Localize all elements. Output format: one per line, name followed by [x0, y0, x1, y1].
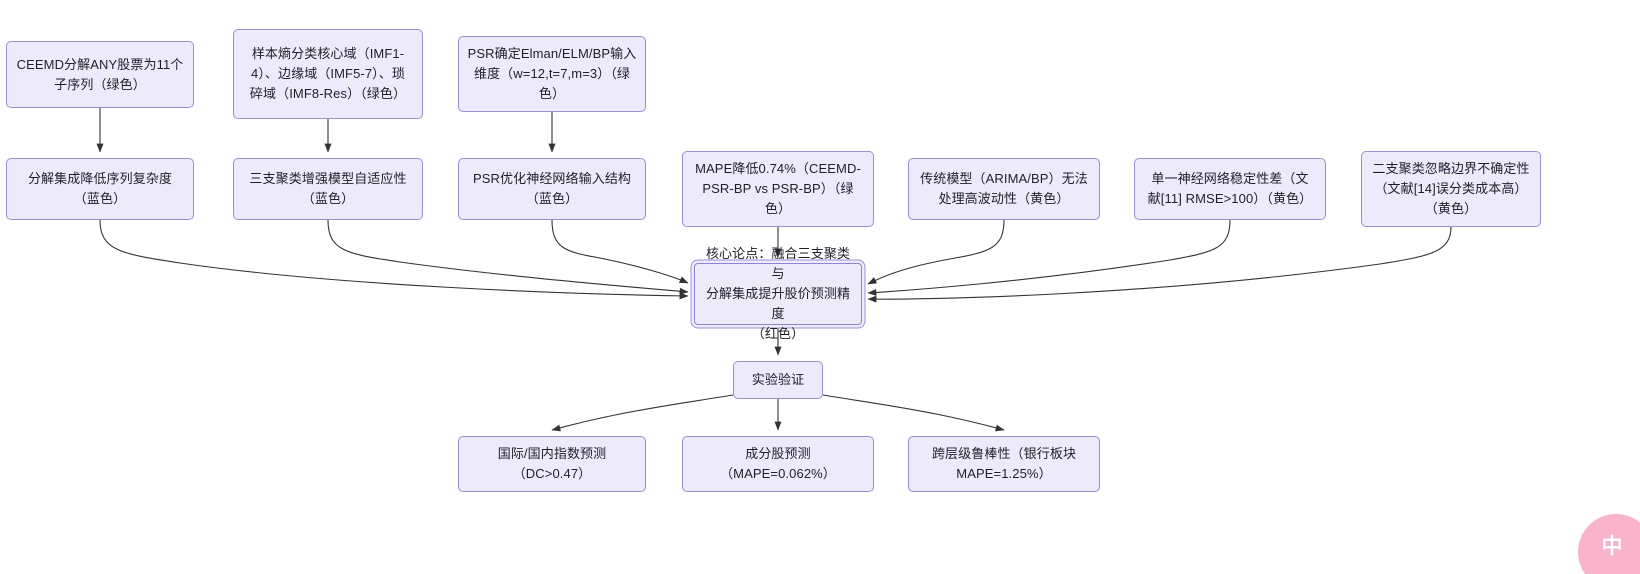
edge-structure-to-core [551, 219, 689, 284]
node-single-nn-instability-label: 单一神经网络稳定性差（文 献[11] RMSE>100）（黄色） [1147, 171, 1313, 206]
edge-experiment-to-robustness [822, 394, 1005, 432]
node-three-way-clustering-adaptive[interactable]: 三支聚类增强模型自适应性 （蓝色） [233, 158, 423, 220]
edge-adaptive-to-core [327, 219, 689, 295]
node-cross-level-robustness-label: 跨层级鲁棒性（银行板块 MAPE=1.25%） [931, 446, 1077, 481]
node-sample-entropy-label: 样本熵分类核心域（IMF1- 4）、边缘域（IMF5-7）、琐 碎域（IMF8-… [249, 46, 407, 101]
node-three-way-clustering-adaptive-label: 三支聚类增强模型自适应性 （蓝色） [249, 171, 407, 206]
node-constituent-stock-forecast-label: 成分股预测 （MAPE=0.062%） [720, 446, 836, 481]
watermark-label: 中 [1601, 534, 1623, 558]
node-traditional-model-limit-label: 传统模型（ARIMA/BP）无法 处理高波动性（黄色） [920, 171, 1088, 206]
node-psr-input-dim[interactable]: PSR确定Elman/ELM/BP输入 维度（w=12,t=7,m=3）（绿 色… [458, 36, 646, 112]
node-mape-reduction[interactable]: MAPE降低0.74%（CEEMD- PSR-BP vs PSR-BP）（绿 色… [682, 151, 874, 227]
node-single-nn-instability[interactable]: 单一神经网络稳定性差（文 献[11] RMSE>100）（黄色） [1134, 158, 1326, 220]
node-traditional-model-limit[interactable]: 传统模型（ARIMA/BP）无法 处理高波动性（黄色） [908, 158, 1100, 220]
node-experiment-validation[interactable]: 实验验证 [733, 361, 823, 399]
node-two-way-clustering-gap[interactable]: 二支聚类忽略边界不确定性 （文献[14]误分类成本高） （黄色） [1361, 151, 1541, 227]
node-cross-level-robustness[interactable]: 跨层级鲁棒性（银行板块 MAPE=1.25%） [908, 436, 1100, 492]
node-psr-optimize-structure[interactable]: PSR优化神经网络输入结构 （蓝色） [458, 158, 646, 220]
edge-twoway-to-core [867, 226, 1452, 303]
edge-complexity-to-core [99, 219, 689, 300]
node-index-forecast-label: 国际/国内指数预测 （DC>0.47） [497, 446, 607, 481]
node-ceemd-decompose-label: CEEMD分解ANY股票为11个 子序列（绿色） [16, 56, 184, 92]
node-psr-optimize-structure-label: PSR优化神经网络输入结构 （蓝色） [472, 171, 632, 206]
edge-experiment-to-index [551, 394, 734, 432]
node-psr-input-dim-label: PSR确定Elman/ELM/BP输入 维度（w=12,t=7,m=3）（绿 色… [467, 46, 637, 101]
edge-traditional-to-core [867, 219, 1005, 285]
node-index-forecast[interactable]: 国际/国内指数预测 （DC>0.47） [458, 436, 646, 492]
node-two-way-clustering-gap-label: 二支聚类忽略边界不确定性 （文献[14]误分类成本高） （黄色） [1372, 161, 1530, 216]
edge-instability-to-core [867, 219, 1231, 296]
node-constituent-stock-forecast[interactable]: 成分股预测 （MAPE=0.062%） [682, 436, 874, 492]
node-mape-reduction-label: MAPE降低0.74%（CEEMD- PSR-BP vs PSR-BP）（绿 色… [695, 161, 861, 216]
watermark-badge: 中 [1578, 514, 1640, 574]
node-core-claim[interactable]: 核心论点：融合三支聚类与 分解集成提升股价预测精度 （红色） [694, 246, 862, 341]
node-experiment-validation-label: 实验验证 [751, 372, 805, 387]
node-ceemd-decompose[interactable]: CEEMD分解ANY股票为11个 子序列（绿色） [6, 41, 194, 108]
node-sample-entropy[interactable]: 样本熵分类核心域（IMF1- 4）、边缘域（IMF5-7）、琐 碎域（IMF8-… [233, 29, 423, 119]
node-core-claim-label: 核心论点：融合三支聚类与 分解集成提升股价预测精度 （红色） [705, 246, 851, 341]
node-decompose-reduce-complexity[interactable]: 分解集成降低序列复杂度 （蓝色） [6, 158, 194, 220]
node-decompose-reduce-complexity-label: 分解集成降低序列复杂度 （蓝色） [27, 171, 173, 206]
